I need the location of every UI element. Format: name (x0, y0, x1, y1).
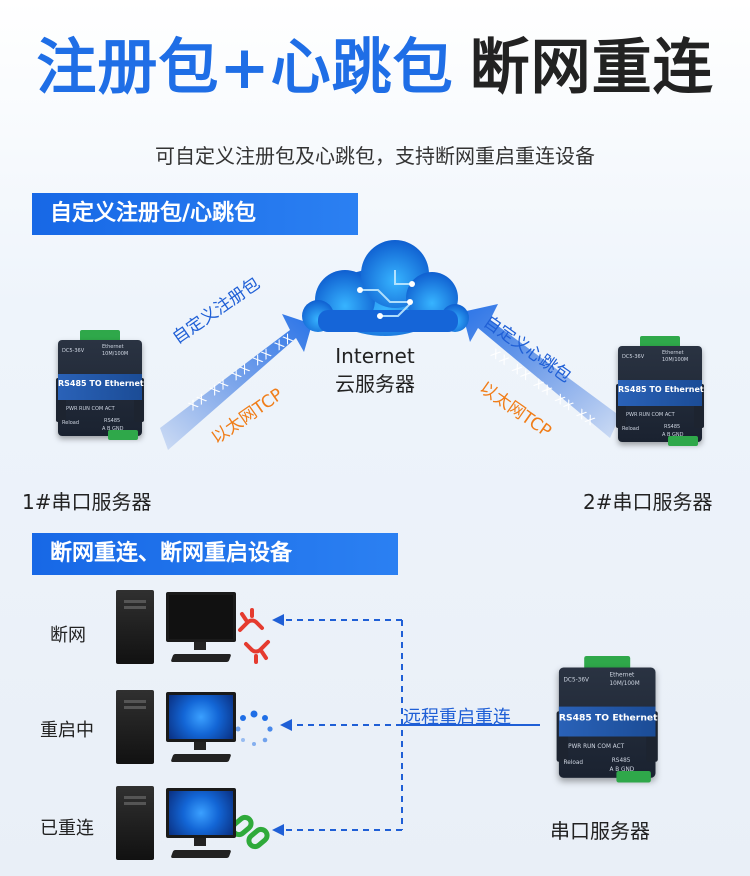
section1-title: 自定义注册包/心跳包 (32, 193, 358, 235)
connected-link-icon (230, 814, 270, 850)
broken-link-icon (238, 608, 270, 664)
remote-reboot-label: 远程重启重连 (403, 707, 511, 728)
led-labels: PWR RUN COM ACT (66, 406, 115, 412)
reload-label: Reload (563, 759, 584, 767)
ethernet-label: Ethernet (609, 672, 635, 679)
device-body: DC5-36V Ethernet 10M/100M RS485 TO Ether… (56, 340, 144, 440)
monitor-windows (166, 692, 236, 742)
pc-offline (116, 588, 236, 668)
device-body: DC5-36V Ethernet 10M/100M RS485 TO Ether… (616, 346, 704, 446)
loading-icon (235, 710, 273, 746)
pc-reconnected (116, 784, 236, 864)
serial-server-2: DC5-36V Ethernet 10M/100M RS485 TO Ether… (612, 336, 708, 446)
left-arrow (160, 314, 312, 450)
speed-label: 10M/100M (662, 357, 689, 363)
right-arrow (462, 304, 620, 438)
subtitle: 可自定义注册包及心跳包，支持断网重启重连设备 (155, 144, 595, 168)
rs485-label: RS485 (104, 418, 121, 424)
power-label: DC5-36V (563, 676, 589, 684)
pc-rebooting (116, 688, 236, 768)
ethernet-label: Ethernet (102, 344, 124, 350)
device-model-label: RS485 TO Ethernet (58, 379, 144, 388)
speed-label: 10M/100M (609, 680, 640, 688)
led-labels: PWR RUN COM ACT (568, 743, 625, 751)
server-3-caption: 串口服务器 (550, 819, 650, 843)
cloud-line2: 云服务器 (335, 372, 415, 396)
headline: 注册包+心跳包断网重连 (0, 38, 750, 98)
server-2-caption: 2#串口服务器 (583, 490, 713, 514)
ethernet-label: Ethernet (662, 350, 684, 356)
server-1-caption: 1#串口服务器 (22, 490, 152, 514)
state-label-rebooting: 重启中 (40, 720, 94, 741)
headline-part1: 注册包+心跳包 (36, 33, 454, 103)
rs485-label: RS485 (664, 424, 681, 430)
terminal-label: A B GND (609, 766, 635, 774)
power-label: DC5-36V (62, 348, 85, 354)
headline-part2: 断网重连 (469, 33, 714, 103)
cloud-server-label: Internet 云服务器 (330, 342, 420, 398)
monitor-windows (166, 788, 236, 838)
section2-title: 断网重连、断网重启设备 (32, 533, 398, 575)
led-labels: PWR RUN COM ACT (626, 412, 675, 418)
serial-server-3: DC5-36V Ethernet 10M/100M RS485 TO Ether… (552, 656, 662, 783)
serial-server-1: DC5-36V Ethernet 10M/100M RS485 TO Ether… (52, 330, 148, 440)
state-label-reconnected: 已重连 (40, 818, 94, 839)
rs485-label: RS485 (611, 757, 631, 765)
terminal-label: A B GND (662, 432, 684, 438)
monitor-off (166, 592, 236, 642)
device-model-label: RS485 TO Ethernet (618, 385, 704, 394)
device-body: DC5-36V Ethernet 10M/100M RS485 TO Ether… (556, 667, 658, 783)
device-model-label: RS485 TO Ethernet (558, 712, 658, 723)
speed-label: 10M/100M (102, 351, 129, 357)
state-label-offline: 断网 (50, 625, 86, 646)
power-label: DC5-36V (622, 354, 645, 360)
reload-label: Reload (622, 426, 640, 432)
section1-graphics (160, 240, 620, 450)
reload-label: Reload (62, 420, 80, 426)
section2-graphics (230, 608, 540, 850)
cloud-icon (302, 240, 469, 336)
cloud-line1: Internet (335, 344, 415, 368)
terminal-label: A B GND (102, 426, 124, 432)
